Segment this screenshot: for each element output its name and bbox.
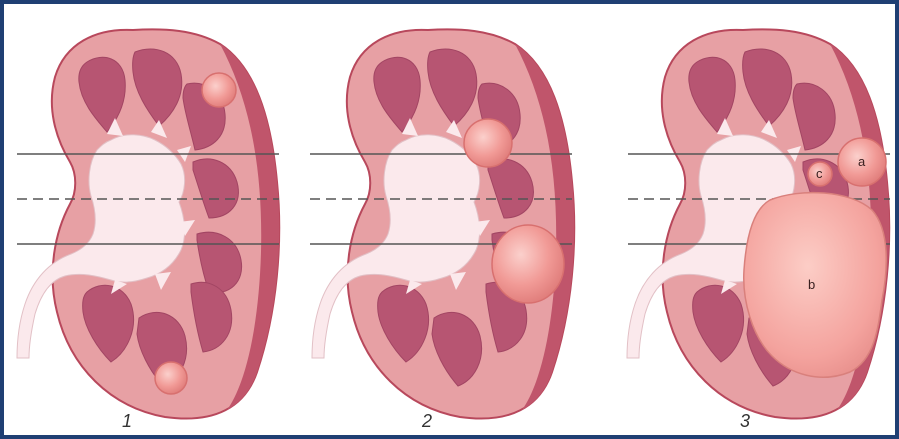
- panel-number: 2: [421, 411, 432, 431]
- kidney-illustration: [17, 29, 279, 418]
- tumor-lower-pole: [155, 362, 187, 394]
- kidney-panel-1: 1: [17, 29, 279, 431]
- tumor-lateral: [492, 225, 564, 303]
- tumor-upper-pole: [202, 73, 236, 107]
- kidney-panel-3: a c b 3: [627, 29, 890, 431]
- panel-number: 1: [122, 411, 132, 431]
- tumor-label-c: c: [816, 166, 823, 181]
- kidney-illustration: [312, 29, 574, 418]
- tumor-label-b: b: [808, 277, 815, 292]
- kidney-panel-2: 2: [310, 29, 574, 431]
- tumor-hilar: [464, 119, 512, 167]
- tumor-label-a: a: [858, 154, 866, 169]
- panel-number: 3: [740, 411, 750, 431]
